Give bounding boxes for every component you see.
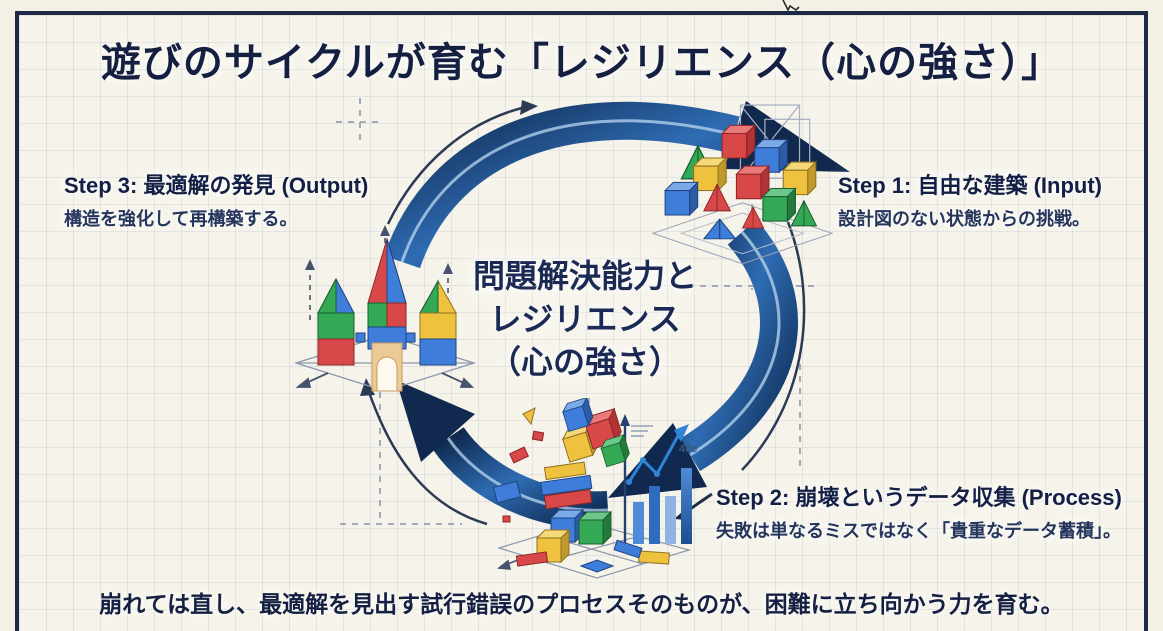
center-label-line2: レジリエンス [489,300,681,337]
footer-message: 崩れては直し、最適解を見出す試行錯誤のプロセスそのものが、困難に立ち向かう力を育… [99,591,1064,617]
step2-label-group: Step 2: 崩壊というデータ収集 (Process) 失敗は単なるミスではな… [716,480,1122,543]
center-label-line1: 問題解決能力と [472,258,697,294]
step3-heading: Step 3: 最適解の発見 (Output) [64,173,369,198]
step1-heading: Step 1: 自由な建築 (Input) [838,173,1102,198]
step3-label-group: Step 3: 最適解の発見 (Output) 構造を強化して再構築する。 [64,168,368,231]
page-title: 遊びのサイクルが育む「レジリエンス（心の強さ）」 [100,41,1063,85]
step2-heading: Step 2: 崩壊というデータ収集 (Process) [716,485,1122,510]
step1-label-group: Step 1: 自由な建築 (Input) 設計図のない状態からの挑戦。 [838,168,1102,231]
center-label-line3: （心の強さ） [488,343,681,380]
step3-description: 構造を強化して再構築する。 [64,209,298,229]
step1-description: 設計図のない状態からの挑戦。 [838,209,1090,229]
step2-description: 失敗は単なるミスではなく「貴重なデータ蓄積」。 [716,521,1121,541]
cycle-center-label: 問題解決能力と レジリエンス （心の強さ） [415,255,755,384]
